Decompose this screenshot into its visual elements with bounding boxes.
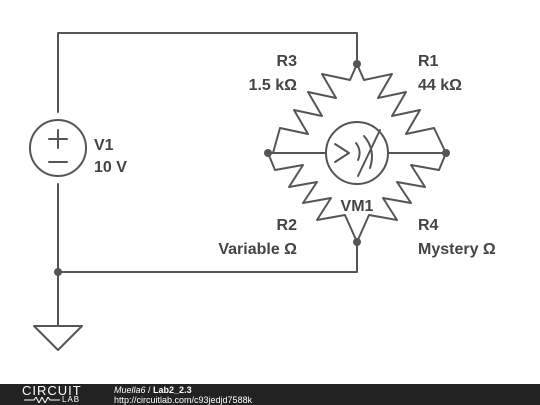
- resistor-r1: [356, 63, 447, 154]
- junction-left: [264, 149, 272, 157]
- circuit-title[interactable]: Lab2_2.3: [153, 385, 192, 395]
- r3-name: R3: [277, 53, 298, 70]
- r4-value: Mystery Ω: [418, 241, 496, 258]
- circuit-url[interactable]: http://circuitlab.com/c93jedjd7588k: [114, 395, 253, 405]
- bottom-wire: [57, 241, 358, 273]
- circuit-meta: Muella6 / Lab2_2.3 http://circuitlab.com…: [114, 385, 252, 405]
- v1-value: 10 V: [94, 159, 127, 176]
- r4-name: R4: [418, 217, 439, 234]
- resistor-r2: [267, 152, 358, 243]
- junction-right: [442, 149, 450, 157]
- logo-text-lab: LAB: [62, 395, 81, 404]
- r2-name: R2: [277, 217, 298, 234]
- resistor-logo-icon: [24, 397, 60, 403]
- r3-value: 1.5 kΩ: [249, 77, 298, 94]
- meter-name: VM1: [341, 198, 374, 215]
- resistor-r4: [356, 152, 447, 243]
- circuit-schematic: V1 10 V R3 1.5 kΩ R1 44 kΩ VM1 R2 Variab…: [29, 32, 496, 351]
- logo-text-circuit: CIRCUIT: [22, 383, 82, 398]
- circuitlab-logo[interactable]: CIRCUIT LAB: [22, 384, 94, 405]
- footer-bar: CIRCUIT LAB Muella6 / Lab2_2.3 http://ci…: [0, 384, 540, 405]
- voltmeter-vm1: [325, 121, 389, 185]
- junction-ground: [54, 268, 62, 276]
- junction-bottom: [353, 238, 361, 246]
- top-wire: [57, 32, 358, 113]
- v1-name: V1: [94, 137, 114, 154]
- junction-top: [353, 60, 361, 68]
- meta-separator: /: [145, 385, 154, 395]
- author-link[interactable]: Muella6: [114, 385, 146, 395]
- r1-name: R1: [418, 53, 439, 70]
- r2-value: Variable Ω: [218, 241, 297, 258]
- voltage-source-v1: [29, 119, 87, 177]
- resistor-r3: [272, 63, 358, 154]
- r1-value: 44 kΩ: [418, 77, 462, 94]
- ground-symbol: [33, 325, 83, 351]
